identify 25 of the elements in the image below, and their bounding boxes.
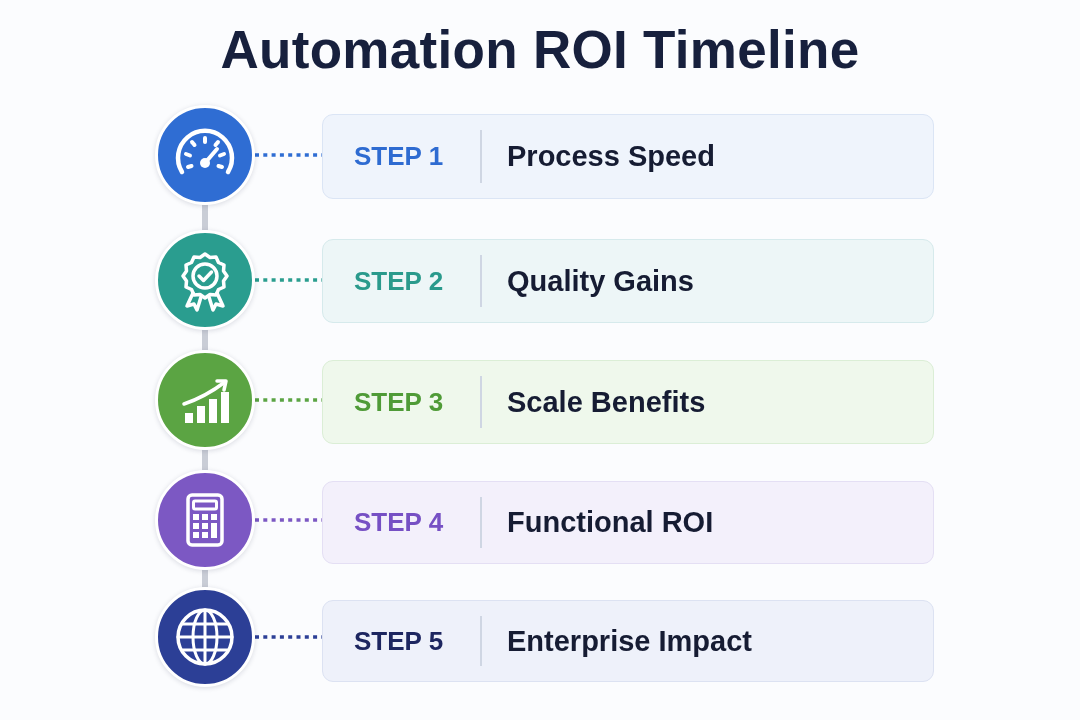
- calculator-icon: [155, 470, 255, 570]
- step-title: Functional ROI: [507, 505, 714, 539]
- step-card: [322, 239, 934, 323]
- growth-chart-icon: [155, 350, 255, 450]
- step-title: Enterprise Impact: [507, 623, 752, 658]
- timeline-connector: [202, 570, 208, 587]
- step-label: STEP 2: [354, 265, 444, 296]
- step-label: STEP 1: [354, 141, 444, 171]
- step-title: Quality Gains: [507, 263, 694, 298]
- step-card: [322, 114, 934, 199]
- step-title: Scale Benefits: [507, 384, 706, 419]
- step-card: [322, 481, 934, 564]
- step-label: STEP 3: [354, 386, 444, 417]
- speedometer-icon: [155, 105, 255, 205]
- diagram-title: Automation ROI Timeline: [220, 20, 860, 79]
- step-card: [322, 360, 934, 444]
- award-badge-icon: [155, 230, 255, 330]
- step-title: Process Speed: [507, 139, 715, 173]
- timeline-connector: [202, 450, 208, 470]
- step-label: STEP 4: [354, 507, 444, 537]
- step-label: STEP 5: [354, 625, 444, 656]
- timeline-connector: [202, 205, 208, 230]
- globe-icon: [155, 587, 255, 687]
- step-card: [322, 600, 934, 682]
- timeline-connector: [202, 330, 208, 350]
